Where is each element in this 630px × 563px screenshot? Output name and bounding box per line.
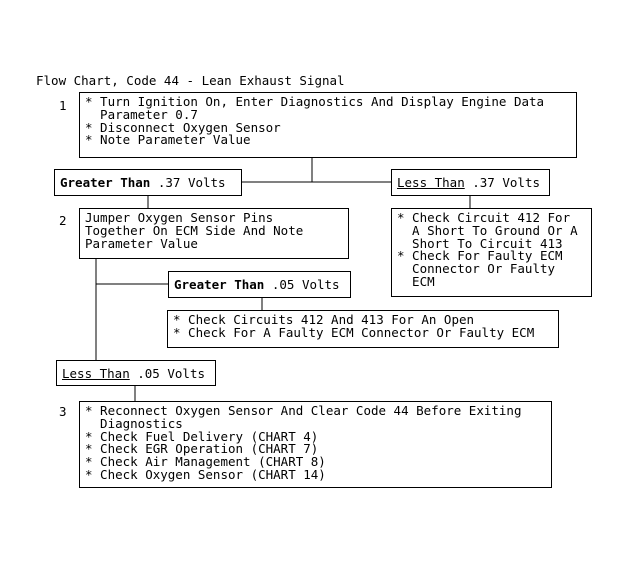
step-1-line: * Disconnect Oxygen Sensor bbox=[85, 119, 281, 135]
greater-than-005-result-box: * Check Circuits 412 And 413 For An Open… bbox=[167, 310, 559, 348]
step-2-line: Together On ECM Side And Note bbox=[85, 222, 304, 238]
step-3-line: * Check Oxygen Sensor (CHART 14) bbox=[85, 466, 326, 482]
step-1-line: * Turn Ignition On, Enter Diagnostics An… bbox=[85, 94, 545, 109]
step-1-line: * Note Parameter Value bbox=[85, 132, 251, 148]
condition-greater-than-005-value: .05 Volts bbox=[264, 277, 340, 292]
less-than-037-result-line: ECM bbox=[397, 273, 435, 289]
greater-than-005-result-line: * Check For A Faulty ECM Connector Or Fa… bbox=[173, 324, 535, 340]
condition-less-than-005: Less Than .05 Volts bbox=[56, 360, 216, 386]
greater-than-005-result-text: * Check Circuits 412 And 413 For An Open… bbox=[168, 311, 558, 340]
condition-less-than-037: Less Than .37 Volts bbox=[391, 169, 550, 196]
step-3-line: * Check EGR Operation (CHART 7) bbox=[85, 441, 319, 457]
less-than-037-result-line: Short To Circuit 413 bbox=[397, 235, 563, 251]
condition-less-than-037-emph: Less Than bbox=[397, 175, 465, 190]
condition-greater-than-037-value: .37 Volts bbox=[150, 175, 226, 190]
condition-greater-than-005: Greater Than .05 Volts bbox=[168, 271, 351, 298]
step-3-text: * Reconnect Oxygen Sensor And Clear Code… bbox=[80, 402, 551, 482]
condition-less-than-005-emph: Less Than bbox=[62, 365, 130, 381]
condition-greater-than-037: Greater Than .37 Volts bbox=[54, 169, 242, 196]
step-1-number: 1 bbox=[59, 98, 67, 113]
less-than-037-result-text: * Check Circuit 412 For A Short To Groun… bbox=[392, 209, 591, 289]
step-1-box: * Turn Ignition On, Enter Diagnostics An… bbox=[79, 92, 577, 158]
chart-title: Flow Chart, Code 44 - Lean Exhaust Signa… bbox=[36, 73, 345, 88]
step-1-line: Parameter 0.7 bbox=[85, 106, 198, 122]
step-2-line: Jumper Oxygen Sensor Pins bbox=[85, 210, 274, 225]
step-3-line: Diagnostics bbox=[85, 415, 183, 431]
step-3-line: * Check Air Management (CHART 8) bbox=[85, 454, 326, 470]
less-than-037-result-line: Connector Or Faulty bbox=[397, 261, 556, 277]
condition-greater-than-005-emph: Greater Than bbox=[174, 277, 265, 292]
step-3-number: 3 bbox=[59, 404, 67, 419]
less-than-037-result-line: * Check Circuit 412 For bbox=[397, 210, 571, 225]
less-than-037-result-box: * Check Circuit 412 For A Short To Groun… bbox=[391, 208, 592, 297]
greater-than-005-result-line: * Check Circuits 412 And 413 For An Open bbox=[173, 312, 475, 327]
less-than-037-result-line: A Short To Ground Or A bbox=[397, 222, 578, 238]
condition-less-than-037-value: .37 Volts bbox=[464, 175, 540, 190]
step-2-line: Parameter Value bbox=[85, 235, 198, 251]
step-3-line: * Check Fuel Delivery (CHART 4) bbox=[85, 428, 319, 444]
less-than-037-result-line: * Check For Faulty ECM bbox=[397, 248, 563, 264]
step-3-line: * Reconnect Oxygen Sensor And Clear Code… bbox=[85, 403, 522, 418]
condition-greater-than-037-emph: Greater Than bbox=[60, 175, 151, 190]
step-2-number: 2 bbox=[59, 213, 67, 228]
step-1-text: * Turn Ignition On, Enter Diagnostics An… bbox=[80, 93, 576, 147]
condition-less-than-005-value: .05 Volts bbox=[129, 365, 205, 381]
step-3-box: * Reconnect Oxygen Sensor And Clear Code… bbox=[79, 401, 552, 488]
